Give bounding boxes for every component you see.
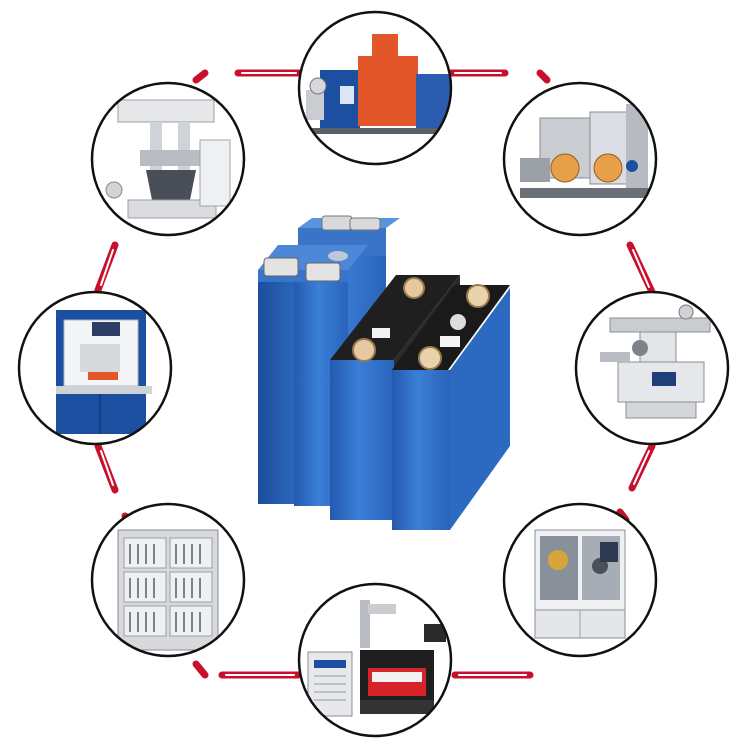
winding-machine-icon bbox=[534, 529, 626, 639]
station-roll-press bbox=[502, 81, 658, 237]
station-planetary-mixer bbox=[90, 81, 246, 237]
station-die-cutting-machine bbox=[574, 290, 730, 446]
grading-cabinet-icon bbox=[117, 529, 219, 651]
connector-top-left-corner bbox=[192, 69, 209, 84]
filling-machine-icon bbox=[56, 310, 152, 434]
roll-press-icon bbox=[520, 104, 650, 198]
station-electrolyte-filling-machine bbox=[17, 290, 173, 446]
mixer-machine-icon bbox=[105, 99, 231, 219]
station-coating-machine bbox=[297, 10, 453, 166]
battery-cells-image bbox=[258, 215, 510, 530]
station-grading-cabinet bbox=[90, 502, 246, 658]
connector-highlights bbox=[100, 72, 650, 676]
station-laser-welding-machine bbox=[297, 582, 453, 738]
battery-cell-4 bbox=[392, 284, 510, 530]
connector-top-right-corner bbox=[536, 69, 551, 84]
station-winding-machine bbox=[502, 502, 658, 658]
coating-line-icon bbox=[300, 34, 451, 134]
die-cutter-icon bbox=[600, 304, 711, 419]
connector-bottom-left-corner bbox=[192, 660, 209, 679]
